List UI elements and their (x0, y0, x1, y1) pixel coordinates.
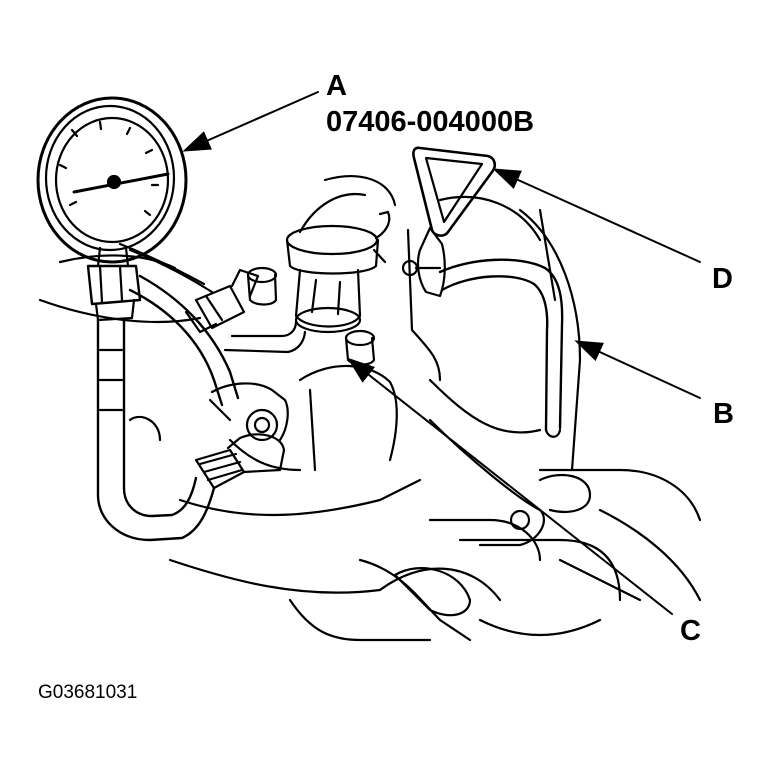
gauge-hose (96, 318, 216, 542)
leader-lines (182, 91, 701, 615)
engine-background (38, 175, 702, 642)
figure-id: G03681031 (38, 682, 138, 703)
callout-d-letter: D (712, 263, 733, 295)
fuel-rail-pipes (118, 242, 307, 442)
hose-clamp-d (401, 146, 497, 298)
vacuum-hose-b (438, 258, 564, 438)
fuel-pressure-regulator (285, 210, 391, 334)
banjo-fitting (194, 433, 286, 490)
hose-connector (184, 268, 260, 334)
gauge-fitting (86, 246, 142, 322)
callout-c-letter: C (680, 615, 701, 647)
callout-a-part-number: 07406-004000B (326, 106, 535, 138)
callout-b-letter: B (713, 398, 734, 430)
callout-a-letter: A (326, 70, 347, 102)
pressure-gauge-a (36, 96, 188, 264)
